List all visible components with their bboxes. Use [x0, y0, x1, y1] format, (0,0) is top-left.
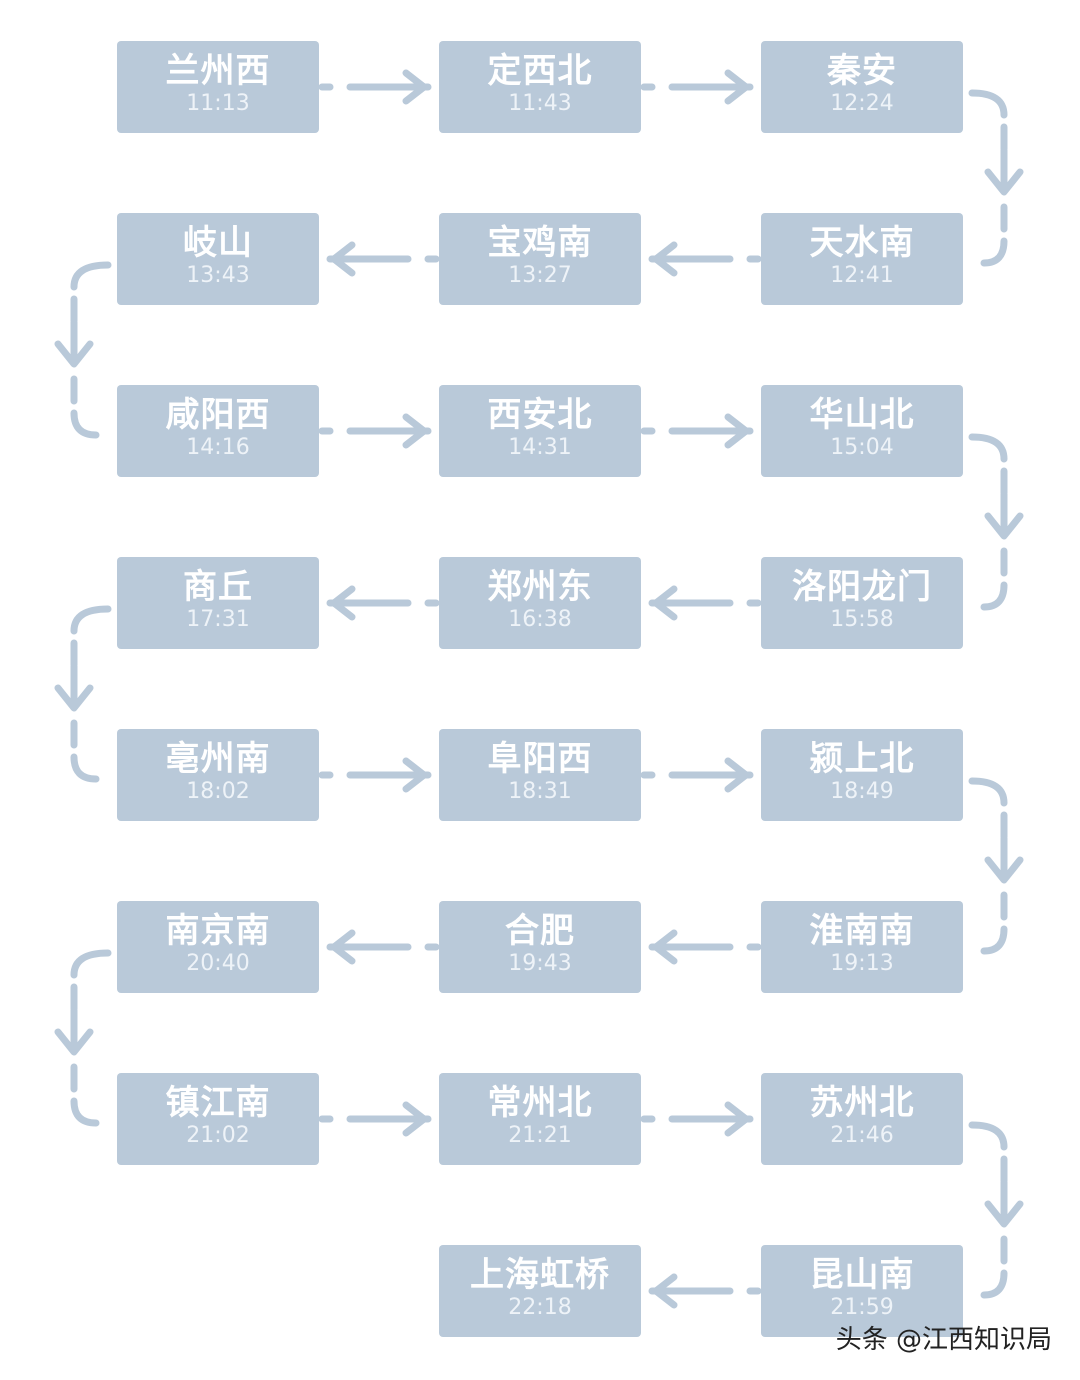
station-name: 上海虹桥: [470, 1255, 610, 1295]
turn-down-connector: [968, 777, 1024, 955]
station-time: 22:18: [508, 1295, 572, 1320]
station-name: 合肥: [505, 911, 575, 951]
station-name: 兰州西: [165, 51, 271, 91]
station-name: 定西北: [487, 51, 593, 91]
arrow-left-connector: [326, 241, 440, 277]
turn-down-connector: [968, 1121, 1024, 1299]
arrow-left-connector: [648, 241, 762, 277]
arrow-left-connector: [648, 585, 762, 621]
station-time: 11:43: [508, 91, 572, 116]
station-time: 16:38: [508, 607, 572, 632]
station-name: 华山北: [809, 395, 915, 435]
arrow-right-connector: [318, 1101, 432, 1137]
station-time: 18:02: [186, 779, 250, 804]
station-time: 18:31: [508, 779, 572, 804]
arrow-right-connector: [640, 69, 754, 105]
arrow-right-connector: [318, 757, 432, 793]
station-time: 21:59: [830, 1295, 894, 1320]
arrow-left-connector: [326, 585, 440, 621]
station-name: 常州北: [487, 1083, 593, 1123]
station-time: 19:13: [830, 951, 894, 976]
station-time: 17:31: [186, 607, 250, 632]
station-name: 阜阳西: [487, 739, 593, 779]
station-name: 镇江南: [165, 1083, 271, 1123]
station-time: 15:04: [830, 435, 894, 460]
arrow-right-connector: [318, 69, 432, 105]
turn-down-connector: [54, 949, 112, 1127]
watermark: 头条 @江西知识局: [835, 1325, 1052, 1355]
arrow-left-connector: [326, 929, 440, 965]
station-name: 宝鸡南: [487, 223, 593, 263]
arrow-right-connector: [318, 413, 432, 449]
arrow-right-connector: [640, 413, 754, 449]
arrow-left-connector: [648, 929, 762, 965]
station-name: 西安北: [487, 395, 593, 435]
station-name: 咸阳西: [165, 395, 271, 435]
arrow-left-connector: [648, 1273, 762, 1309]
station-time: 12:41: [830, 263, 894, 288]
arrow-right-connector: [640, 757, 754, 793]
station-name: 淮南南: [809, 911, 915, 951]
station-time: 13:27: [508, 263, 572, 288]
station-name: 亳州南: [165, 739, 271, 779]
station-name: 南京南: [165, 911, 271, 951]
station-time: 15:58: [830, 607, 894, 632]
turn-down-connector: [54, 261, 112, 439]
turn-down-connector: [968, 89, 1024, 267]
station-time: 21:21: [508, 1123, 572, 1148]
station-name: 郑州东: [487, 567, 593, 607]
station-time: 14:16: [186, 435, 250, 460]
station-time: 11:13: [186, 91, 250, 116]
station-time: 19:43: [508, 951, 572, 976]
station-name: 洛阳龙门: [792, 567, 932, 607]
station-time: 21:02: [186, 1123, 250, 1148]
station-time: 20:40: [186, 951, 250, 976]
turn-down-connector: [968, 433, 1024, 611]
station-name: 天水南: [809, 223, 915, 263]
station-name: 苏州北: [809, 1083, 915, 1123]
station-time: 21:46: [830, 1123, 894, 1148]
station-time: 18:49: [830, 779, 894, 804]
station-name: 昆山南: [809, 1255, 915, 1295]
station-name: 秦安: [827, 51, 897, 91]
station-time: 13:43: [186, 263, 250, 288]
turn-down-connector: [54, 605, 112, 783]
station-time: 12:24: [830, 91, 894, 116]
arrow-right-connector: [640, 1101, 754, 1137]
station-name: 颍上北: [809, 739, 915, 779]
station-name: 岐山: [183, 223, 253, 263]
station-name: 商丘: [183, 567, 253, 607]
station-time: 14:31: [508, 435, 572, 460]
